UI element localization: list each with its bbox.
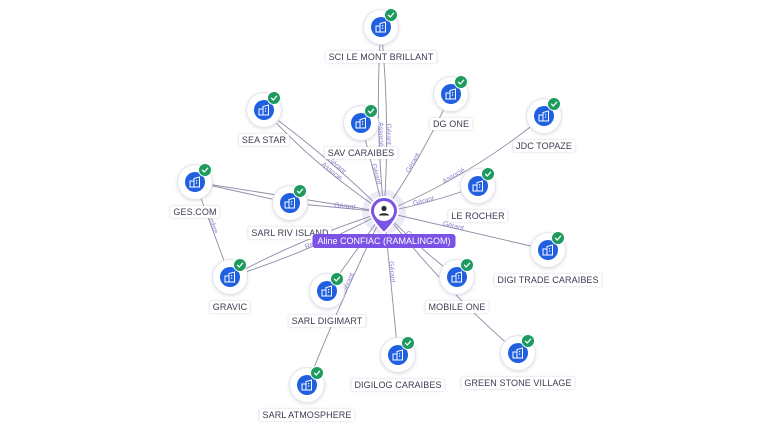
company-node-label: DIGI TRADE CARAIBES	[494, 274, 602, 286]
verified-check-icon	[454, 75, 468, 89]
edge-label: Gérant	[387, 261, 396, 283]
building-icon	[534, 106, 554, 126]
person-icon	[369, 196, 399, 234]
verified-check-icon	[460, 258, 474, 272]
edge-center-sci-le-mont-brillant	[380, 26, 388, 213]
verified-check-icon	[198, 163, 212, 177]
node-circle[interactable]	[344, 104, 378, 140]
company-node-label: GREEN STONE VILLAGE	[461, 377, 575, 389]
verified-check-icon	[310, 366, 324, 380]
company-node-label: SARL ATMOSPHERE	[259, 409, 355, 421]
edge-label: Gérant	[412, 195, 435, 207]
verified-check-icon	[551, 231, 565, 245]
company-node-label: SARL DIGIMART	[288, 315, 366, 327]
node-circle[interactable]	[440, 258, 474, 294]
edge-center-sarl-atmosphere	[306, 211, 385, 386]
node-circle[interactable]	[290, 366, 324, 402]
edge-label: Gérant	[442, 221, 464, 233]
node-circle[interactable]	[527, 97, 561, 133]
node-circle[interactable]	[461, 167, 495, 203]
verified-check-icon	[293, 184, 307, 198]
company-node-label: SARL RIV ISLAND	[248, 227, 332, 239]
building-icon	[351, 113, 371, 133]
edge-center-gravic	[229, 211, 385, 278]
building-icon	[297, 375, 317, 395]
node-circle[interactable]	[213, 258, 247, 294]
edge-center-jdc-topaze	[383, 115, 545, 213]
company-node-label: JDC TOPAZE	[512, 140, 576, 152]
verified-check-icon	[384, 8, 398, 22]
edge-center-sea-star	[263, 109, 385, 213]
center-person-label: Aline CONFIAC (RAMALINGOM)	[312, 234, 456, 248]
node-circle[interactable]	[501, 334, 535, 370]
company-node-label: GRAVIC	[209, 301, 251, 313]
company-node-label: SAV CARAIBES	[324, 147, 398, 159]
verified-check-icon	[330, 272, 344, 286]
company-node-label: DIGILOG CARAIBES	[351, 379, 445, 391]
edge-center-digi-trade-caraibes	[383, 211, 549, 251]
building-icon	[317, 281, 337, 301]
verified-check-icon	[364, 104, 378, 118]
node-circle[interactable]	[531, 231, 565, 267]
company-node-label: SCI LE MONT BRILLANT	[325, 51, 437, 63]
verified-check-icon	[401, 336, 415, 350]
building-icon	[220, 267, 240, 287]
company-node-label: LE ROCHER	[448, 210, 508, 222]
building-icon	[538, 240, 558, 260]
node-circle[interactable]	[381, 336, 415, 372]
node-circle[interactable]	[310, 272, 344, 308]
verified-check-icon	[233, 258, 247, 272]
edge-center-gravic	[229, 211, 385, 278]
edge-center-sci-le-mont-brillant	[377, 26, 385, 213]
company-node-label: SEA STAR	[238, 134, 290, 146]
building-icon	[508, 343, 528, 363]
node-circle[interactable]	[273, 184, 307, 220]
building-icon	[254, 100, 274, 120]
verified-check-icon	[547, 97, 561, 111]
building-icon	[185, 172, 205, 192]
node-circle[interactable]	[364, 8, 398, 44]
company-node-label: GES.COM	[170, 206, 220, 218]
building-icon	[388, 345, 408, 365]
edge-label: Gérant	[334, 202, 356, 211]
building-icon	[447, 267, 467, 287]
verified-check-icon	[521, 334, 535, 348]
building-icon	[371, 17, 391, 37]
node-circle[interactable]	[434, 75, 468, 111]
building-icon	[280, 193, 300, 213]
node-circle[interactable]	[178, 163, 212, 199]
edge-label: Associé	[377, 122, 384, 147]
verified-check-icon	[267, 91, 281, 105]
edge-label: Gérant	[405, 152, 422, 174]
building-icon	[441, 84, 461, 104]
node-circle[interactable]	[247, 91, 281, 127]
building-icon	[468, 176, 488, 196]
company-node-label: MOBILE ONE	[425, 301, 489, 313]
edge-label: Gérant	[384, 123, 391, 145]
company-node-label: DG ONE	[429, 118, 473, 130]
verified-check-icon	[481, 167, 495, 181]
